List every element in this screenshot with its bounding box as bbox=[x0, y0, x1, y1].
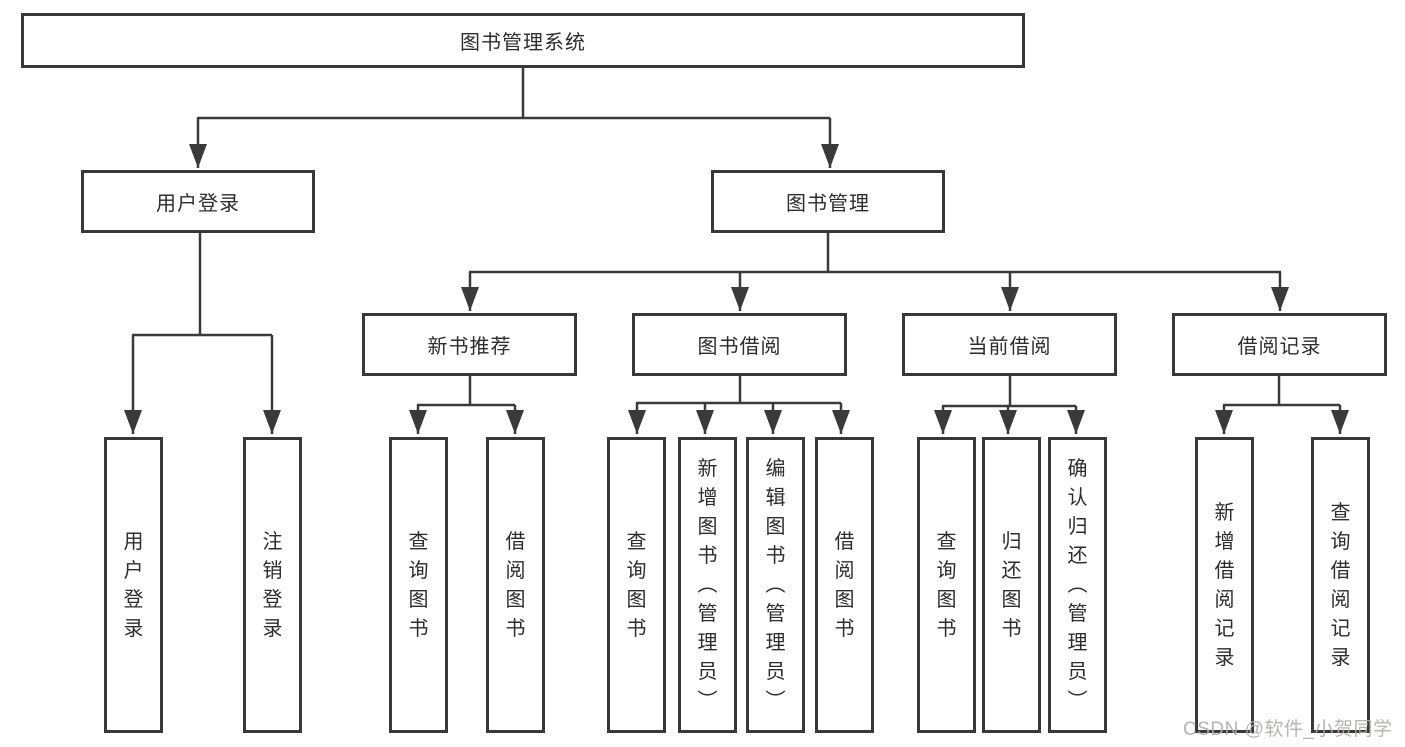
node-new-book-recommendation: 新书推荐 bbox=[362, 313, 577, 376]
node-label: 查询图书 bbox=[408, 530, 429, 640]
node-label: 图书借阅 bbox=[697, 336, 782, 358]
leaf-current-query-books: 查询图书 bbox=[917, 437, 976, 733]
node-book-borrowing: 图书借阅 bbox=[632, 313, 847, 376]
node-label: 借阅图书 bbox=[505, 530, 526, 640]
node-label: 注销登录 bbox=[262, 530, 283, 640]
csdn-watermark: CSDN @软件_小贺同学 bbox=[1183, 719, 1393, 740]
node-label: 查询图书 bbox=[626, 530, 647, 640]
node-label: 借阅记录 bbox=[1237, 336, 1322, 358]
leaf-recommend-query-books: 查询图书 bbox=[389, 437, 448, 733]
leaf-records-add-borrow-record: 新增借阅记录 bbox=[1195, 437, 1254, 733]
node-label: 当前借阅 bbox=[967, 336, 1052, 358]
node-label: 新增图书︵管理员︶ bbox=[697, 458, 718, 712]
leaf-recommend-borrow-books: 借阅图书 bbox=[486, 437, 545, 733]
leaf-records-query-borrow-record: 查询借阅记录 bbox=[1311, 437, 1370, 733]
node-label: 图书管理 bbox=[786, 193, 870, 215]
node-borrowing-records: 借阅记录 bbox=[1172, 313, 1387, 376]
leaf-current-confirm-return-admin: 确认归还︵管理员︶ bbox=[1048, 437, 1107, 733]
leaf-user-login: 用户登录 bbox=[104, 437, 163, 733]
node-library-management-system: 图书管理系统 bbox=[21, 13, 1025, 68]
node-label: 归还图书 bbox=[1001, 530, 1022, 640]
node-user-login: 用户登录 bbox=[81, 170, 315, 233]
leaf-borrowing-add-books-admin: 新增图书︵管理员︶ bbox=[678, 437, 737, 733]
leaf-logout: 注销登录 bbox=[243, 437, 302, 733]
node-label: 新书推荐 bbox=[427, 336, 512, 358]
leaf-borrowing-query-books: 查询图书 bbox=[607, 437, 666, 733]
node-label: 查询借阅记录 bbox=[1330, 501, 1351, 669]
leaf-borrowing-borrow-books: 借阅图书 bbox=[815, 437, 874, 733]
node-book-management: 图书管理 bbox=[711, 170, 945, 233]
node-label: 用户登录 bbox=[156, 193, 240, 215]
node-label: 查询图书 bbox=[936, 530, 957, 640]
node-label: 确认归还︵管理员︶ bbox=[1067, 458, 1088, 712]
node-label: 借阅图书 bbox=[834, 530, 855, 640]
node-label: 用户登录 bbox=[123, 530, 144, 640]
node-current-borrowing: 当前借阅 bbox=[902, 313, 1117, 376]
leaf-borrowing-edit-books-admin: 编辑图书︵管理员︶ bbox=[746, 437, 805, 733]
node-label: 新增借阅记录 bbox=[1214, 501, 1235, 669]
node-label: 图书管理系统 bbox=[460, 32, 586, 54]
leaf-current-return-books: 归还图书 bbox=[982, 437, 1041, 733]
node-label: 编辑图书︵管理员︶ bbox=[765, 458, 786, 712]
